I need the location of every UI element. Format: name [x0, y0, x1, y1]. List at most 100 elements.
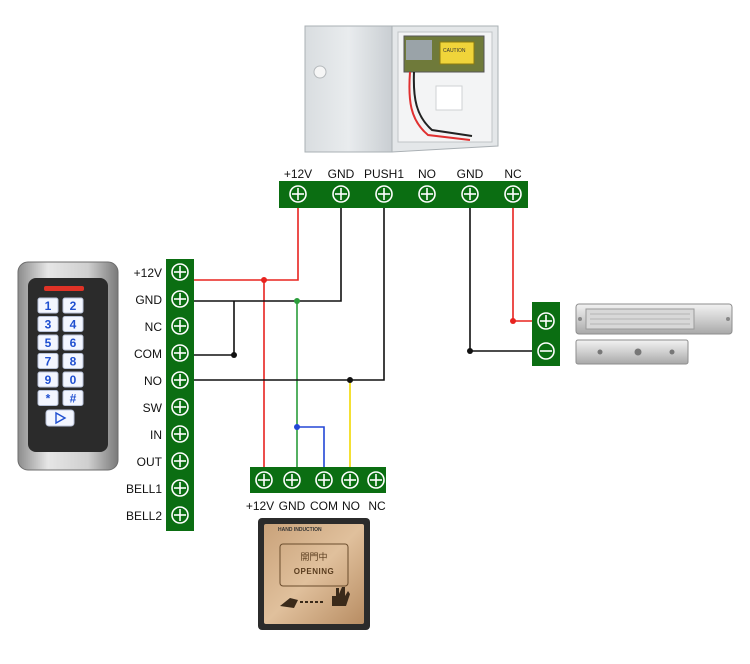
keypad-terminal-labels: +12V GND NC COM NO SW IN OUT BELL1 BELL2 — [126, 266, 163, 523]
terminal-screw-icon — [289, 185, 307, 203]
exit-label-gnd: GND — [279, 499, 306, 513]
power-label-12v: +12V — [284, 167, 312, 181]
terminal-screw-icon — [171, 371, 189, 389]
exit-button-terminal-labels: +12V GND COM NO NC — [246, 499, 386, 513]
keypad-label-12v: +12V — [134, 266, 162, 280]
status-led-bar — [44, 286, 84, 291]
terminal-screw-icon — [461, 185, 479, 203]
junction-green — [294, 298, 300, 304]
exit-label-nc: NC — [368, 499, 386, 513]
keypad-key-label: 1 — [45, 299, 52, 313]
terminal-screw-icon — [341, 471, 359, 489]
exit-label-no: NO — [342, 499, 360, 513]
keypad-label-bell1: BELL1 — [126, 482, 162, 496]
magnetic-lock — [575, 303, 733, 365]
keypad-label-out: OUT — [137, 455, 163, 469]
keypad-label-nc: NC — [145, 320, 163, 334]
terminal-screw-icon — [171, 452, 189, 470]
terminal-screw-minus-icon — [537, 342, 555, 360]
keypad-label-no: NO — [144, 374, 162, 388]
terminal-screw-icon — [171, 479, 189, 497]
wire-black-push1 — [180, 194, 385, 381]
exit-button-device: HAND INDUCTION 開門中 OPENING — [258, 518, 370, 630]
lock-terminal-block — [532, 302, 560, 366]
keypad-key: 8 — [62, 353, 84, 369]
svg-text:CAUTION: CAUTION — [443, 48, 466, 54]
exit-button-header: HAND INDUCTION — [278, 527, 322, 533]
keypad-keys: 1 2 3 4 5 6 7 8 9 0 * # — [37, 297, 84, 406]
keypad-key-label: # — [70, 392, 77, 406]
terminal-screw-icon — [315, 471, 333, 489]
keypad-key: 0 — [62, 371, 84, 388]
wire-red-12v — [180, 194, 299, 281]
terminal-screw-icon — [171, 290, 189, 308]
keypad-key: 3 — [37, 316, 59, 332]
keypad-key: 5 — [37, 334, 59, 351]
power-terminal-labels: +12V GND PUSH1 NO GND NC — [284, 167, 522, 181]
keypad-key-label: 7 — [45, 355, 52, 369]
terminal-screw-icon — [171, 425, 189, 443]
exit-button-chinese-label: 開門中 — [300, 551, 327, 563]
terminal-screw-icon — [332, 185, 350, 203]
keypad-label-com: COM — [134, 347, 162, 361]
keypad-key: * — [37, 390, 59, 406]
terminal-screw-icon — [504, 185, 522, 203]
power-label-gnd2: GND — [457, 167, 484, 181]
keypad-key: 1 — [37, 297, 59, 314]
power-label-no: NO — [418, 167, 436, 181]
keypad-key-label: 9 — [45, 373, 52, 387]
keypad-label-sw: SW — [143, 401, 163, 415]
terminal-screw-icon — [171, 317, 189, 335]
terminal-screw-plus-icon — [537, 312, 555, 330]
junction-blue — [294, 424, 300, 430]
power-label-push1: PUSH1 — [364, 167, 404, 181]
power-terminal-block — [279, 181, 528, 208]
junction-lock-plus — [510, 318, 516, 324]
exit-label-12v: +12V — [246, 499, 274, 513]
keypad-label-gnd: GND — [135, 293, 162, 307]
terminal-screw-icon — [171, 344, 189, 362]
terminal-screw-icon — [171, 263, 189, 281]
bell-icon — [55, 411, 67, 425]
wire-red-lock — [512, 194, 546, 322]
terminal-screw-icon — [283, 471, 301, 489]
keypad-reader: 1 2 3 4 5 6 7 8 9 0 * # — [17, 261, 119, 471]
junction-lock-minus — [467, 348, 473, 354]
keypad-key-label: 3 — [45, 318, 52, 332]
keypad-key-label: 6 — [70, 336, 77, 350]
exit-button-opening-label: OPENING — [294, 567, 334, 576]
keypad-key-label: 0 — [70, 373, 77, 387]
junction-black-com — [231, 352, 237, 358]
terminal-screw-icon — [171, 506, 189, 524]
keypad-key-label: * — [46, 392, 51, 406]
wire-blue-com — [297, 426, 325, 480]
keypad-key: 2 — [62, 297, 84, 314]
hand-sensor-icon — [280, 587, 350, 608]
keypad-key: 4 — [62, 316, 84, 332]
junction-red — [261, 277, 267, 283]
keypad-key-label: 8 — [70, 355, 77, 369]
terminal-screw-icon — [418, 185, 436, 203]
terminal-screw-icon — [171, 398, 189, 416]
keypad-key: 9 — [37, 371, 59, 388]
keypad-label-in: IN — [150, 428, 162, 442]
terminal-screw-icon — [255, 471, 273, 489]
keypad-key-label: 4 — [70, 318, 77, 332]
keypad-bell-key — [45, 409, 75, 427]
keypad-key: 7 — [37, 353, 59, 369]
keypad-key-label: 5 — [45, 336, 52, 350]
keypad-key: 6 — [62, 334, 84, 351]
terminal-screw-icon — [367, 471, 385, 489]
wire-black-gnd — [180, 194, 342, 302]
terminal-blocks — [166, 181, 560, 531]
power-label-nc: NC — [504, 167, 522, 181]
power-supply-box: CAUTION — [304, 25, 499, 153]
junction-yellow — [347, 377, 353, 383]
exit-label-com: COM — [310, 499, 338, 513]
wires — [180, 194, 546, 480]
power-label-gnd: GND — [328, 167, 355, 181]
keypad-key: # — [62, 390, 84, 406]
keypad-key-label: 2 — [70, 299, 77, 313]
